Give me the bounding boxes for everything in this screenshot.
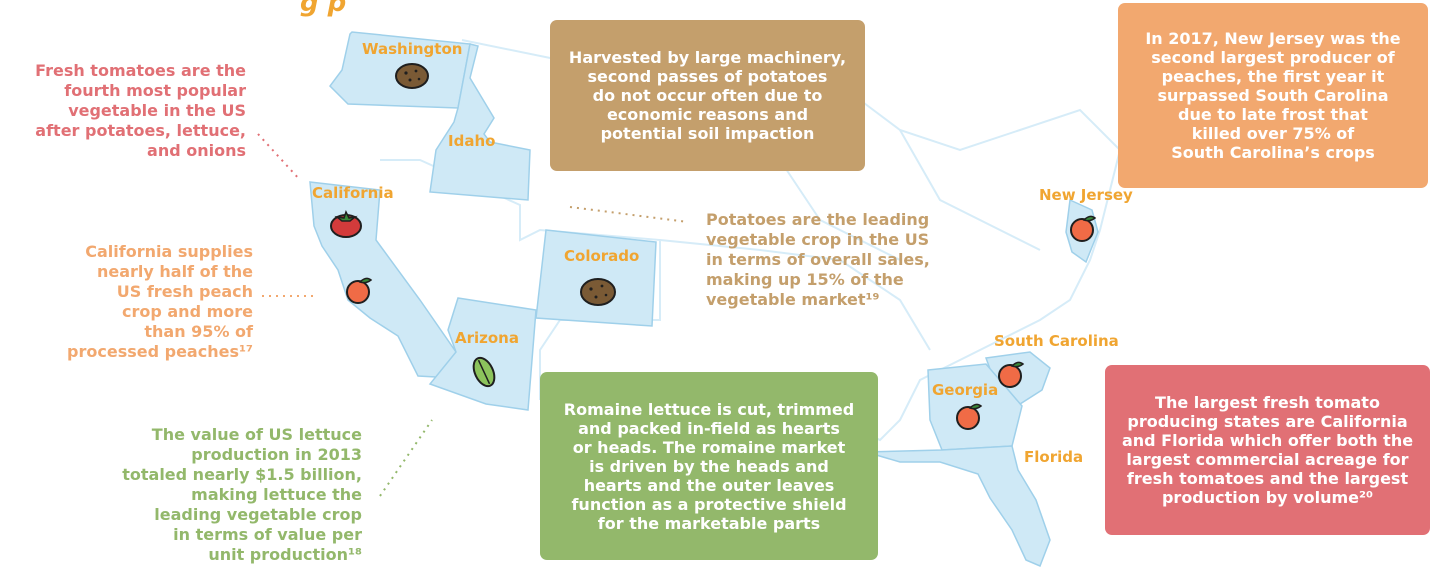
connector-lines — [257, 133, 689, 497]
potato-icon — [395, 63, 429, 89]
annotation-lettuce-value: The value of US lettuce production in 20… — [122, 425, 362, 564]
tomato-icon — [330, 210, 362, 238]
potato-icon — [580, 278, 616, 306]
state-idaho — [429, 43, 531, 201]
state-arizona — [428, 297, 537, 411]
lettuce-icon — [472, 356, 496, 388]
label-florida: Florida — [1024, 448, 1084, 466]
peach-icon — [1070, 215, 1097, 242]
label-colorado: Colorado — [564, 247, 640, 265]
state-florida — [865, 445, 1051, 567]
label-arizona: Arizona — [455, 329, 519, 347]
callout-new-jersey-peach: In 2017, New Jersey was the second large… — [1118, 3, 1428, 188]
label-idaho: Idaho — [448, 132, 496, 150]
callout-tomato-states: The largest fresh tomato producing state… — [1105, 365, 1430, 535]
peach-icon — [998, 361, 1025, 388]
peach-icon — [346, 277, 373, 304]
annotation-potato-sales: Potatoes are the leading vegetable crop … — [706, 210, 930, 309]
state-california — [309, 181, 457, 379]
callout-romaine: Romaine lettuce is cut, trimmed and pack… — [540, 372, 878, 560]
heading-fragment: g p — [300, 0, 347, 18]
peach-icon — [956, 403, 983, 430]
callout-potato-harvest: Harvested by large machinery, second pas… — [550, 20, 865, 171]
label-california: California — [312, 184, 394, 202]
label-new-jersey: New Jersey — [1039, 186, 1133, 204]
annotation-tomato-popularity: Fresh tomatoes are the fourth most popul… — [35, 61, 246, 160]
label-washington: Washington — [362, 40, 463, 58]
label-georgia: Georgia — [932, 381, 999, 399]
annotation-california-peach: California supplies nearly half of the U… — [67, 242, 253, 361]
state-colorado — [535, 229, 657, 327]
label-south-carolina: South Carolina — [994, 332, 1119, 350]
